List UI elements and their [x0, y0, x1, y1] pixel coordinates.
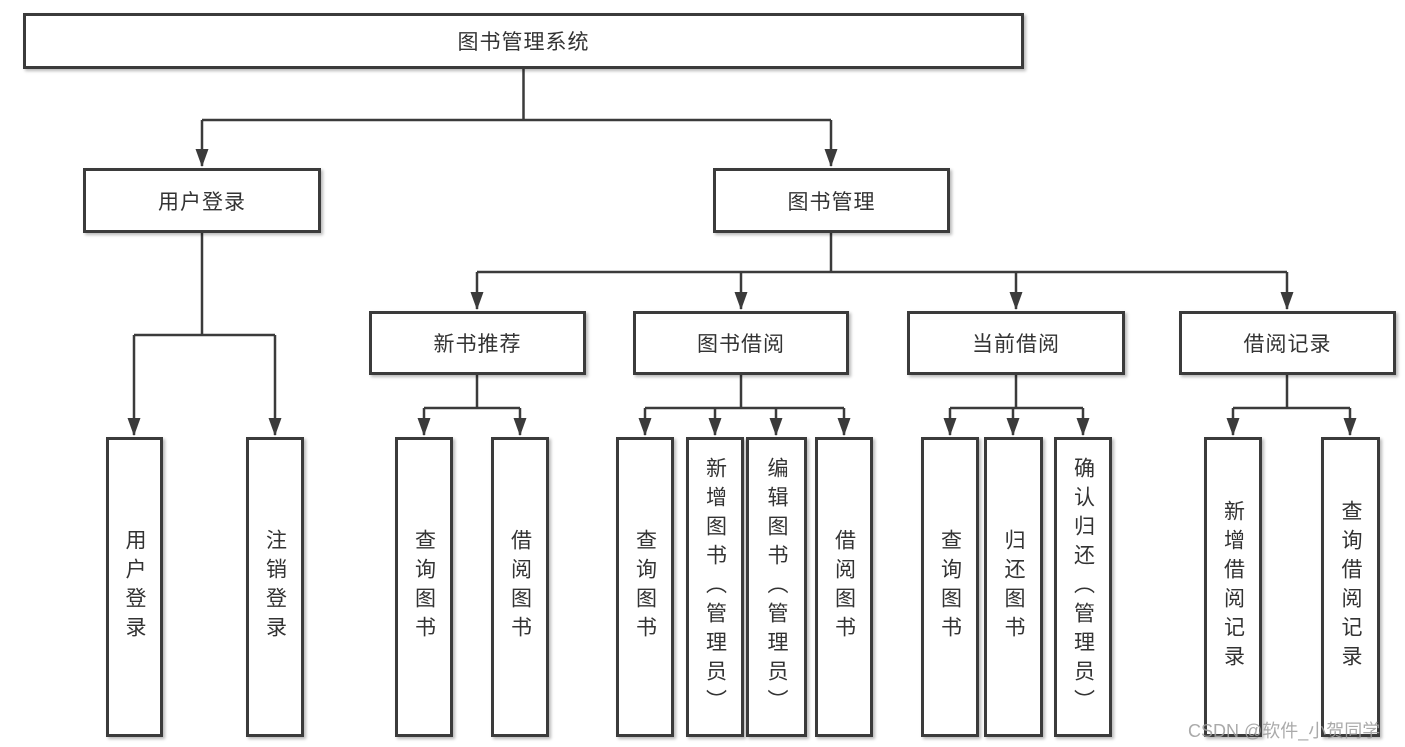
node-library-system-root: 图书管理系统: [23, 13, 1024, 69]
leaf-query-books-borrow: 查询图书: [616, 437, 674, 737]
node-book-management: 图书管理: [713, 168, 950, 233]
leaf-edit-books-admin: 编辑图书（管理员）: [746, 437, 807, 737]
leaf-label: 编辑图书（管理员）: [765, 456, 788, 718]
leaf-label: 用户登录: [123, 529, 146, 645]
leaf-label: 归还图书: [1002, 529, 1025, 645]
leaf-add-books-admin: 新增图书（管理员）: [686, 437, 744, 737]
node-new-book-recommend: 新书推荐: [369, 311, 586, 375]
leaf-query-borrow-record: 查询借阅记录: [1321, 437, 1380, 737]
leaf-label: 借阅图书: [832, 529, 856, 645]
leaf-label: 新增借阅记录: [1221, 500, 1245, 674]
leaf-query-books-current: 查询图书: [921, 437, 979, 737]
leaf-confirm-return-admin: 确认归还（管理员）: [1054, 437, 1112, 737]
leaf-label: 确认归还（管理员）: [1071, 456, 1095, 718]
node-label: 新书推荐: [433, 333, 522, 356]
leaf-label: 新增图书（管理员）: [703, 456, 727, 718]
node-label: 图书借阅: [697, 333, 785, 356]
leaf-label: 查询图书: [633, 529, 657, 645]
leaf-label: 注销登录: [263, 529, 287, 645]
node-label: 当前借阅: [972, 333, 1060, 356]
leaf-query-books-recommend: 查询图书: [395, 437, 453, 737]
leaf-add-borrow-record: 新增借阅记录: [1204, 437, 1262, 737]
leaf-borrow-books-recommend: 借阅图书: [491, 437, 549, 737]
leaf-label: 借阅图书: [508, 529, 532, 645]
leaf-borrow-books: 借阅图书: [815, 437, 873, 737]
csdn-watermark: CSDN @软件_小贺同学: [1188, 721, 1381, 741]
node-label: 用户登录: [158, 190, 246, 214]
node-label: 图书管理: [787, 190, 876, 214]
leaf-label: 查询借阅记录: [1339, 500, 1362, 674]
node-label: 图书管理系统: [457, 31, 590, 54]
node-book-borrow: 图书借阅: [633, 311, 849, 375]
leaf-user-login: 用户登录: [106, 437, 163, 737]
leaf-label: 查询图书: [938, 529, 962, 645]
node-current-borrow: 当前借阅: [907, 311, 1125, 375]
node-user-login: 用户登录: [83, 168, 321, 233]
node-borrow-records: 借阅记录: [1179, 311, 1396, 375]
node-label: 借阅记录: [1243, 333, 1332, 356]
leaf-return-books: 归还图书: [984, 437, 1043, 737]
leaf-logout: 注销登录: [246, 437, 304, 737]
leaf-label: 查询图书: [412, 529, 436, 645]
